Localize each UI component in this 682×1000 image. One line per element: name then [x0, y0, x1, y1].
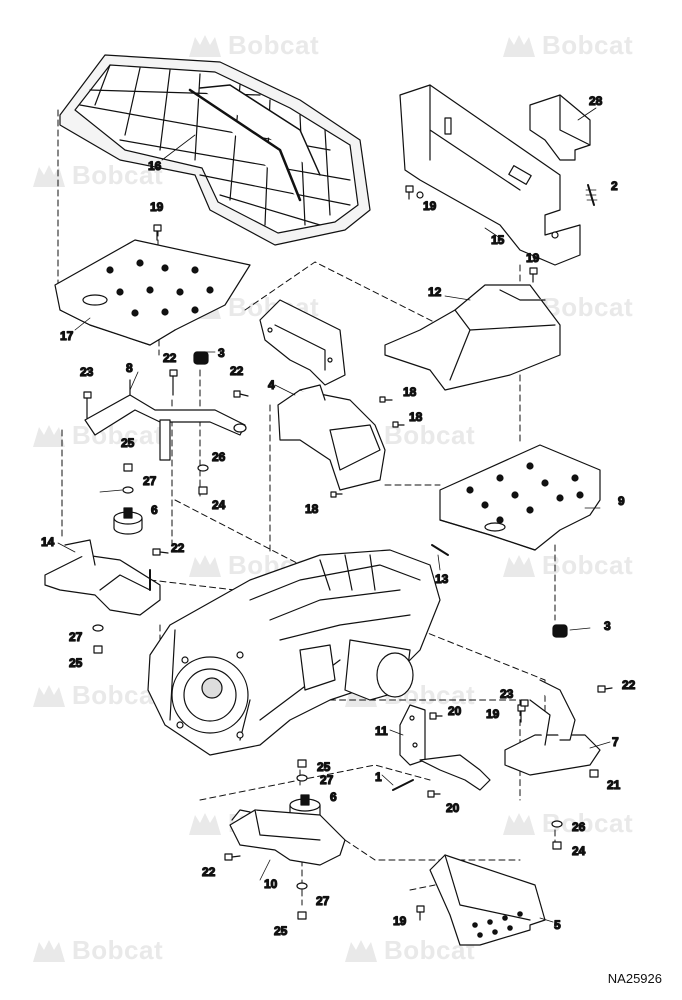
callout-21: 21 [607, 778, 621, 792]
callout-10: 10 [264, 877, 278, 891]
callout-18: 18 [409, 410, 423, 424]
brand-watermark: Bobcat [30, 420, 163, 451]
lever-part-8 [84, 379, 247, 461]
callout-23: 23 [500, 687, 514, 701]
floor-plate-part-17 [54, 239, 251, 346]
callout-5: 5 [554, 918, 561, 932]
callout-27: 27 [69, 630, 83, 644]
callout-13: 13 [435, 572, 449, 586]
callout-19: 19 [526, 251, 540, 265]
upper-bracket [259, 299, 346, 386]
callout-20: 20 [446, 801, 460, 815]
callout-11: 11 [375, 724, 388, 738]
bobcat-logo-icon [345, 939, 377, 962]
callout-25: 25 [69, 656, 83, 670]
bracket-part-10 [229, 809, 346, 866]
callout-20: 20 [448, 704, 462, 718]
hardware [83, 185, 613, 921]
callout-25: 25 [121, 436, 135, 450]
callout-24: 24 [572, 844, 586, 858]
callout-24: 24 [212, 498, 226, 512]
callout-23: 23 [80, 365, 94, 379]
brand-watermark: Bobcat [30, 680, 163, 711]
bobcat-logo-icon [189, 812, 221, 835]
callout-25: 25 [274, 924, 288, 938]
watermark-text: Bobcat [72, 680, 164, 710]
callout-28: 28 [589, 94, 603, 108]
callout-22: 22 [230, 364, 244, 378]
pin-part-1 [392, 779, 414, 791]
callout-22: 22 [163, 351, 177, 365]
callout-7: 7 [612, 735, 619, 749]
bracket-part-14 [44, 539, 161, 616]
floor-mat-part-16 [59, 54, 371, 246]
callout-6: 6 [151, 503, 158, 517]
spring-pin-part-2 [585, 184, 598, 206]
watermark-text: Bobcat [542, 30, 634, 60]
callout-22: 22 [202, 865, 216, 879]
leader-lines [57, 107, 611, 923]
callout-19: 19 [486, 707, 500, 721]
callout-26: 26 [572, 820, 586, 834]
callout-22: 22 [622, 678, 636, 692]
bobcat-logo-icon [503, 812, 535, 835]
mounting-bracket-part-15 [399, 84, 581, 266]
bobcat-logo-icon [503, 554, 535, 577]
callout-3: 3 [604, 619, 611, 633]
cover-part-12 [384, 284, 561, 391]
mount-part-6 [113, 507, 143, 535]
callout-17: 17 [60, 329, 74, 343]
callout-18: 18 [305, 502, 319, 516]
bobcat-logo-icon [503, 34, 535, 57]
callout-3: 3 [218, 346, 225, 360]
watermark-text: Bobcat [542, 550, 634, 580]
brand-watermark: Bobcat [500, 550, 633, 581]
callout-15: 15 [491, 233, 505, 247]
step-part-5 [429, 854, 546, 946]
brand-watermark: Bobcat [186, 30, 319, 61]
callout-14: 14 [41, 535, 55, 549]
callout-26: 26 [212, 450, 226, 464]
transmission-assembly [147, 549, 441, 756]
watermark-text: Bobcat [72, 420, 164, 450]
watermark-text: Bobcat [228, 30, 320, 60]
brand-watermark: Bobcat [30, 935, 163, 966]
callout-22: 22 [171, 541, 185, 555]
bobcat-logo-icon [33, 684, 65, 707]
callout-9: 9 [618, 494, 625, 508]
pedal-part-7 [419, 679, 601, 791]
bobcat-logo-icon [33, 424, 65, 447]
callout-12: 12 [428, 285, 442, 299]
callout-19: 19 [423, 199, 437, 213]
callout-27: 27 [316, 894, 330, 908]
callout-6: 6 [330, 790, 337, 804]
callout-19: 19 [393, 914, 407, 928]
pin-part-13 [431, 544, 449, 556]
callout-2: 2 [611, 179, 618, 193]
drawing-code: NA25926 [607, 971, 662, 986]
shield-part-4 [277, 384, 386, 491]
bracket-part-11 [399, 704, 426, 766]
brand-watermark: Bobcat [500, 30, 633, 61]
callout-19: 19 [150, 200, 164, 214]
bracket-part-28 [529, 94, 591, 161]
bobcat-logo-icon [33, 939, 65, 962]
bobcat-logo-icon [189, 554, 221, 577]
callout-16: 16 [148, 159, 162, 173]
callout-18: 18 [403, 385, 417, 399]
callout-1: 1 [375, 770, 382, 784]
callout-25: 25 [317, 760, 331, 774]
bobcat-logo-icon [189, 34, 221, 57]
callout-27: 27 [320, 773, 334, 787]
callout-4: 4 [268, 378, 275, 392]
floor-plate-part-9 [439, 444, 601, 551]
callout-27: 27 [143, 474, 157, 488]
callout-8: 8 [126, 361, 133, 375]
watermark-text: Bobcat [72, 935, 164, 965]
watermark-text: Bobcat [542, 292, 634, 322]
callout-labels: 16 28 2 19 15 19 19 17 12 22 3 23 8 22 4… [40, 93, 636, 938]
bobcat-logo-icon [33, 164, 65, 187]
